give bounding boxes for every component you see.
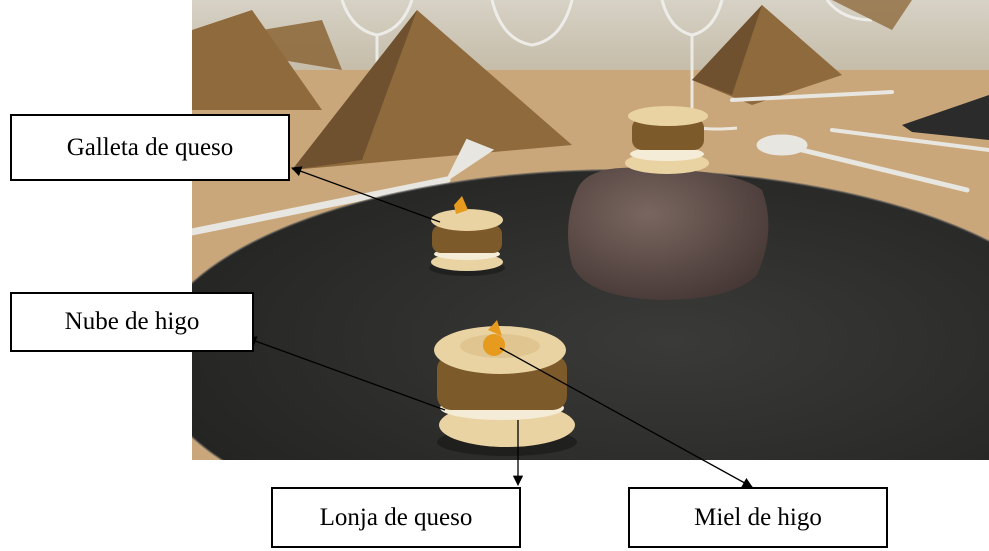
label-lonja-de-queso: Lonja de queso: [271, 487, 521, 548]
label-miel-de-higo: Miel de higo: [628, 487, 888, 548]
label-nube-de-higo: Nube de higo: [10, 292, 254, 352]
slate-coaster: [902, 95, 989, 140]
folded-napkins: [192, 0, 912, 170]
sandwich-on-stone: [625, 106, 709, 174]
plated-dessert-photo: [192, 0, 989, 460]
label-galleta-de-queso: Galleta de queso: [10, 114, 290, 181]
main-sandwich: [434, 320, 577, 456]
stone: [568, 167, 769, 300]
small-sandwich: [429, 196, 505, 276]
